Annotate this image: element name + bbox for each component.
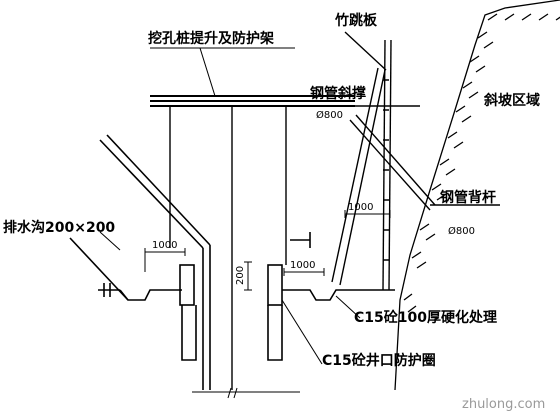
break-marks <box>192 387 300 399</box>
hardening-label: C15砼100厚硬化处理 <box>354 309 497 326</box>
frame-posts <box>169 106 287 390</box>
diagonal-pipe <box>99 134 211 390</box>
frame-label: 挖孔桩提升及防护架 <box>148 30 274 47</box>
slope-area-label: 斜坡区域 <box>483 92 540 109</box>
slope-hatching <box>394 0 560 391</box>
ring-height-text: 200 <box>235 266 246 285</box>
watermark: zhulong.com <box>462 397 545 412</box>
well-ring-left <box>179 264 197 361</box>
top-platform <box>150 95 355 107</box>
well-ring-right <box>267 264 283 361</box>
right-dimension-text: 1000 <box>290 260 315 271</box>
steel-pipe-brace <box>330 67 420 286</box>
frame-leader <box>150 47 295 97</box>
bamboo-board-label: 竹跳板 <box>334 12 378 29</box>
brace-dim-label: Ø800 <box>316 109 343 121</box>
back-dim-label: Ø800 <box>448 225 475 237</box>
bottom-leaders <box>99 231 361 365</box>
well-ring-label: C15砼井口防护圈 <box>322 352 436 369</box>
left-dimension-text: 1000 <box>152 240 177 251</box>
right-dimension <box>283 268 325 276</box>
left-dimension <box>144 248 186 272</box>
ground-right <box>282 232 395 301</box>
ground-left <box>69 237 182 301</box>
slope-dimension <box>344 210 391 218</box>
steel-pipe-back <box>349 114 500 211</box>
drain-label: 排水沟200×200 <box>3 219 115 236</box>
bamboo-board <box>344 31 392 291</box>
steel-pipe-brace-label: 钢管斜撑 <box>310 85 366 102</box>
slope-dimension-text: 1000 <box>348 202 373 213</box>
steel-pipe-back-label: 钢管背杆 <box>440 189 496 206</box>
ring-height-dimension <box>244 261 252 291</box>
